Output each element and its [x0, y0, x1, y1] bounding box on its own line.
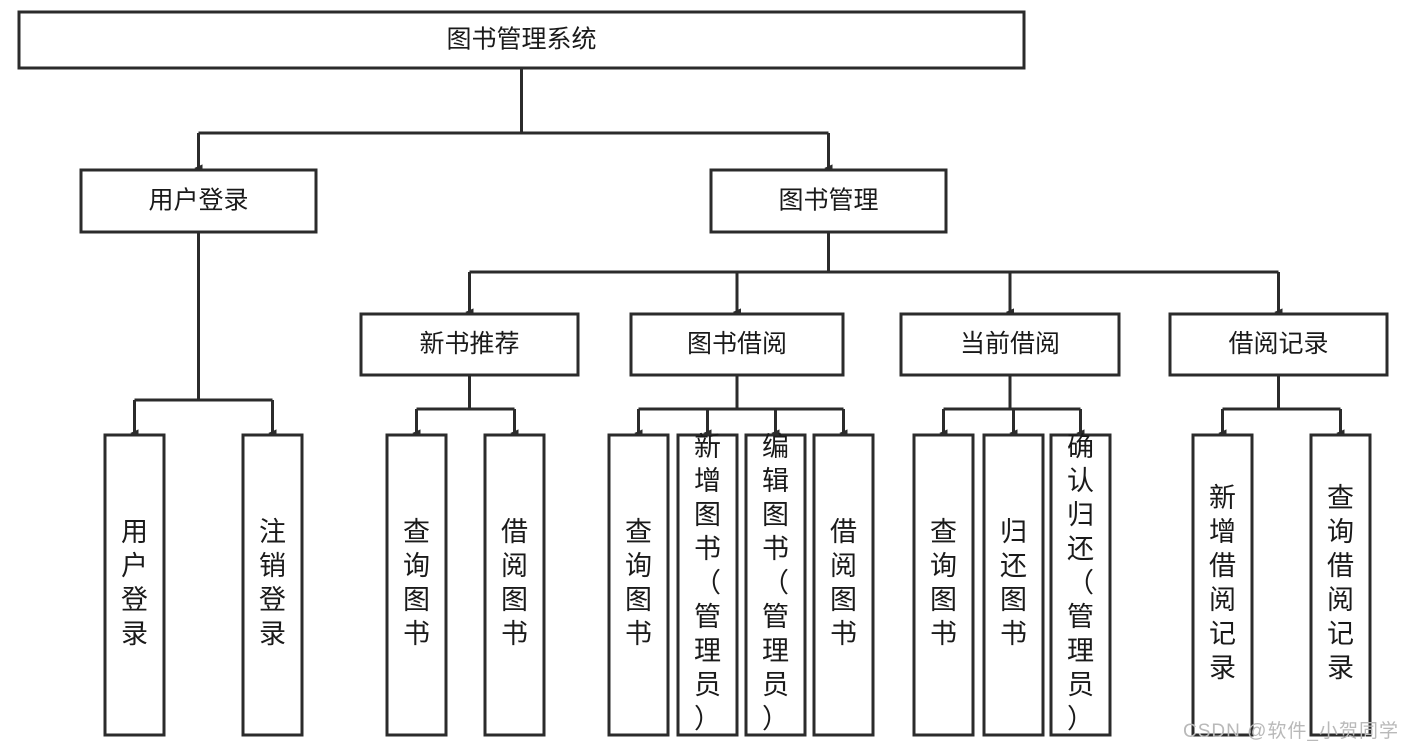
node-leaf-return-book[interactable]: 归还图书: [982, 433, 1045, 737]
node-rect-current-borrow: [899, 312, 1121, 377]
node-leaf-query-book-3[interactable]: 查询图书: [912, 433, 975, 737]
node-leaf-borrow-book-1[interactable]: 借阅图书: [483, 433, 546, 737]
node-label-leaf-query-borrow-record: 查询借阅记录: [1327, 483, 1354, 683]
node-new-book-recommend[interactable]: 新书推荐: [359, 312, 580, 377]
edges-new-book-recommend: [412, 375, 519, 437]
node-rect-leaf-return-book: [982, 433, 1045, 737]
node-rect-leaf-borrow-book-1: [483, 433, 546, 737]
node-label-new-book-recommend: 新书推荐: [419, 330, 519, 358]
node-leaf-query-book-1[interactable]: 查询图书: [385, 433, 448, 737]
node-rect-leaf-query-borrow-record: [1309, 433, 1372, 737]
edges-root: [194, 68, 833, 172]
node-rect-borrow-record: [1168, 312, 1389, 377]
edges-user-login: [130, 232, 277, 437]
node-book-manage[interactable]: 图书管理: [709, 168, 948, 234]
csdn-watermark: CSDN @软件_小贺同学: [1183, 721, 1399, 742]
node-label-leaf-query-book-1: 查询图书: [403, 517, 430, 649]
node-leaf-confirm-return-admin[interactable]: 确认归还（管理员）: [1049, 432, 1112, 737]
edges-book-borrow: [634, 375, 848, 437]
node-label-leaf-return-book: 归还图书: [1000, 517, 1027, 649]
node-current-borrow[interactable]: 当前借阅: [899, 312, 1121, 377]
node-root[interactable]: 图书管理系统: [17, 10, 1026, 70]
node-leaf-query-borrow-record[interactable]: 查询借阅记录: [1309, 433, 1372, 737]
node-rect-leaf-query-book-2: [607, 433, 670, 737]
node-label-book-manage: 图书管理: [778, 187, 878, 215]
node-label-leaf-query-book-2: 查询图书: [625, 517, 652, 649]
connector-edges: [130, 68, 1345, 437]
node-label-leaf-user-logout: 注销登录: [259, 517, 286, 649]
node-rect-new-book-recommend: [359, 312, 580, 377]
node-leaf-add-book-admin[interactable]: 新增图书（管理员）: [676, 432, 739, 737]
node-rect-root: [17, 10, 1026, 70]
node-label-leaf-add-borrow-record: 新增借阅记录: [1209, 483, 1236, 683]
node-label-user-login: 用户登录: [148, 187, 248, 215]
node-rect-leaf-confirm-return-admin: [1049, 433, 1112, 737]
node-rect-leaf-edit-book-admin: [744, 433, 807, 737]
node-label-book-borrow: 图书借阅: [687, 330, 787, 358]
node-rect-user-login: [79, 168, 318, 234]
node-label-root: 图书管理系统: [446, 26, 596, 54]
node-rect-leaf-add-book-admin: [676, 433, 739, 737]
node-rect-book-manage: [709, 168, 948, 234]
node-rect-book-borrow: [629, 312, 845, 377]
edges-book-manage: [465, 232, 1283, 316]
node-label-leaf-confirm-return-admin: 确认归还（管理员）: [1067, 432, 1094, 734]
edges-borrow-record: [1218, 375, 1345, 437]
node-rect-leaf-query-book-3: [912, 433, 975, 737]
node-label-current-borrow: 当前借阅: [960, 330, 1060, 358]
node-label-leaf-query-book-3: 查询图书: [930, 517, 957, 649]
node-leaf-query-book-2[interactable]: 查询图书: [607, 433, 670, 737]
node-leaf-borrow-book-2[interactable]: 借阅图书: [812, 433, 875, 737]
edges-current-borrow: [939, 375, 1085, 437]
node-label-leaf-user-login: 用户登录: [121, 517, 148, 649]
node-leaf-user-login[interactable]: 用户登录: [103, 433, 166, 737]
node-leaf-edit-book-admin[interactable]: 编辑图书（管理员）: [744, 432, 807, 737]
node-boxes: 图书管理系统用户登录图书管理新书推荐图书借阅当前借阅借阅记录用户登录注销登录查询…: [17, 10, 1389, 737]
node-leaf-add-borrow-record[interactable]: 新增借阅记录: [1191, 433, 1254, 737]
node-rect-leaf-add-borrow-record: [1191, 433, 1254, 737]
node-label-leaf-add-book-admin: 新增图书（管理员）: [694, 432, 721, 734]
node-book-borrow[interactable]: 图书借阅: [629, 312, 845, 377]
node-label-leaf-borrow-book-2: 借阅图书: [830, 517, 857, 649]
node-rect-leaf-borrow-book-2: [812, 433, 875, 737]
node-label-leaf-borrow-book-1: 借阅图书: [501, 517, 528, 649]
node-rect-leaf-query-book-1: [385, 433, 448, 737]
node-borrow-record[interactable]: 借阅记录: [1168, 312, 1389, 377]
node-user-login[interactable]: 用户登录: [79, 168, 318, 234]
node-rect-leaf-user-login: [103, 433, 166, 737]
node-rect-leaf-user-logout: [241, 433, 304, 737]
node-label-leaf-edit-book-admin: 编辑图书（管理员）: [762, 432, 789, 734]
node-label-borrow-record: 借阅记录: [1228, 330, 1328, 358]
node-leaf-user-logout[interactable]: 注销登录: [241, 433, 304, 737]
